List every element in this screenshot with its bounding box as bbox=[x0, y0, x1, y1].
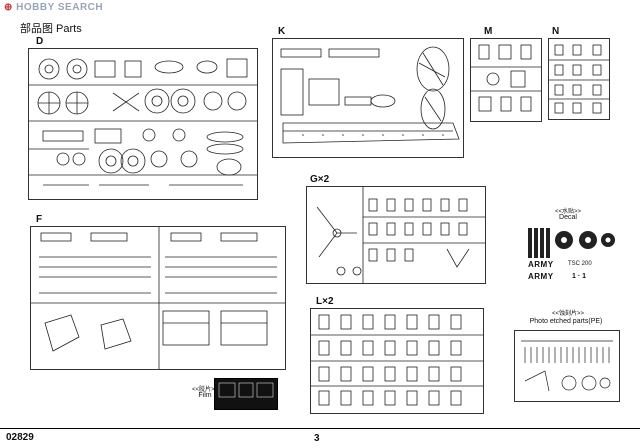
sprue-k-drawing bbox=[280, 46, 460, 144]
sprue-g bbox=[306, 186, 486, 284]
film-sheet bbox=[214, 378, 278, 410]
decal-army-1: ARMY bbox=[528, 260, 554, 269]
pe-label-en: Photo etched parts(PE) bbox=[529, 318, 603, 325]
sprue-l bbox=[310, 308, 484, 414]
sprue-g-drawing bbox=[316, 187, 485, 283]
sprue-k bbox=[272, 38, 464, 158]
decal-army-2: ARMY bbox=[528, 272, 554, 281]
sprue-f-drawing bbox=[31, 227, 285, 369]
sprue-n bbox=[548, 38, 610, 120]
sprue-l-drawing bbox=[311, 314, 483, 406]
product-code: 02829 bbox=[6, 432, 34, 443]
watermark: ⊕ HOBBY SEARCH bbox=[4, 2, 103, 13]
decal-sheet: ARMY TSC 200 ARMY 1 · 1 bbox=[526, 226, 616, 298]
film-drawing bbox=[218, 382, 274, 398]
sprue-k-label: K bbox=[278, 26, 286, 37]
pe-fret-drawing bbox=[521, 340, 613, 392]
page-title: 部品图 Parts bbox=[20, 23, 82, 35]
sprue-d-label: D bbox=[36, 36, 44, 47]
sprue-d-drawing bbox=[29, 58, 257, 186]
pe-label-cn: <<蚀刻片>> bbox=[551, 311, 585, 317]
watermark-text: HOBBY SEARCH bbox=[16, 2, 104, 13]
footer-rule bbox=[0, 428, 640, 429]
page-number: 3 bbox=[314, 433, 320, 444]
sprue-f bbox=[30, 226, 286, 370]
film-label-cn: <<胶片>> bbox=[191, 387, 219, 393]
watermark-logo-icon: ⊕ bbox=[4, 2, 13, 13]
sprue-m bbox=[470, 38, 542, 122]
decal-stripes-drawing bbox=[528, 228, 615, 258]
decal-number: 1 · 1 bbox=[572, 273, 587, 280]
pe-fret bbox=[514, 330, 620, 402]
sprue-m-label: M bbox=[484, 26, 493, 37]
sprue-g-label: G×2 bbox=[310, 174, 330, 185]
decal-label-cn: <<水贴>> bbox=[554, 209, 582, 215]
decal-label-en: Decal bbox=[559, 214, 577, 221]
sprue-n-drawing bbox=[549, 44, 609, 114]
sprue-l-label: L×2 bbox=[316, 296, 334, 307]
sprue-d bbox=[28, 48, 258, 200]
decal-code: TSC 200 bbox=[568, 261, 592, 267]
sprue-m-drawing bbox=[471, 44, 541, 112]
sprue-f-label: F bbox=[36, 214, 43, 225]
sprue-n-label: N bbox=[552, 26, 560, 37]
film-label-en: Film bbox=[198, 392, 212, 399]
